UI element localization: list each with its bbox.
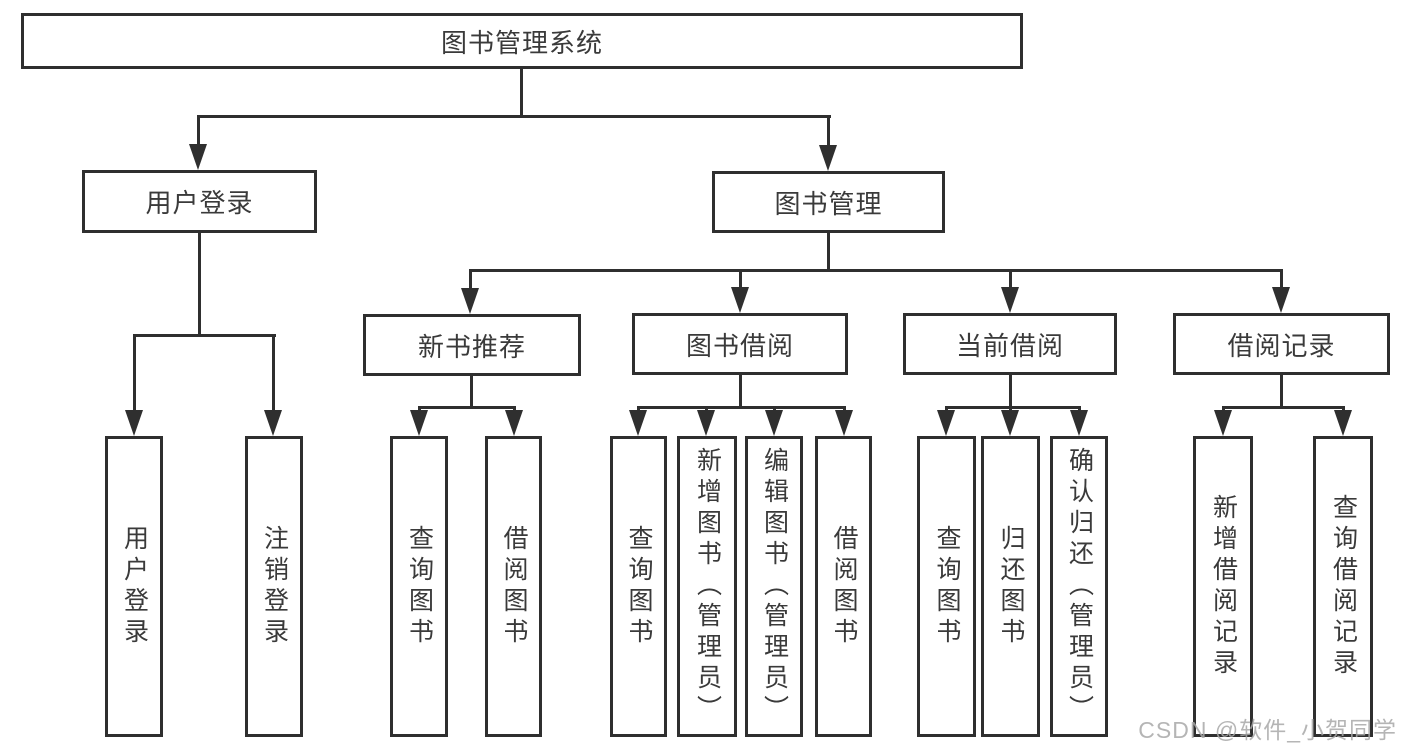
- arrowhead: [1070, 410, 1088, 436]
- leaf-logout-login: 注销登录: [245, 436, 303, 737]
- connector: [469, 269, 472, 291]
- arrowhead: [125, 410, 143, 436]
- leaf-borrow-borrow-book: 借阅图书: [815, 436, 872, 737]
- connector: [469, 269, 1283, 272]
- leaf-recommend-borrow-book: 借阅图书: [485, 436, 542, 737]
- connector: [1009, 375, 1012, 409]
- arrowhead: [461, 288, 479, 314]
- leaf-current-query-book: 查询图书: [917, 436, 976, 737]
- arrowhead: [937, 410, 955, 436]
- connector: [197, 115, 200, 147]
- arrowhead: [819, 145, 837, 171]
- connector: [198, 233, 201, 337]
- arrowhead: [1001, 410, 1019, 436]
- arrowhead: [264, 410, 282, 436]
- leaf-confirm-return-admin: 确认归还（管理员）: [1050, 436, 1108, 737]
- node-current-borrow: 当前借阅: [903, 313, 1117, 375]
- arrowhead: [835, 410, 853, 436]
- connector: [827, 233, 830, 272]
- connector: [520, 68, 523, 118]
- leaf-add-book-admin: 新增图书（管理员）: [677, 436, 737, 737]
- arrowhead: [629, 410, 647, 436]
- node-book-borrow: 图书借阅: [632, 313, 848, 375]
- arrowhead: [1272, 287, 1290, 313]
- leaf-return-book: 归还图书: [981, 436, 1040, 737]
- leaf-add-borrow-record: 新增借阅记录: [1193, 436, 1253, 737]
- arrowhead: [697, 410, 715, 436]
- arrowhead: [1334, 410, 1352, 436]
- leaf-user-login: 用户登录: [105, 436, 163, 737]
- arrowhead: [505, 410, 523, 436]
- arrowhead: [765, 410, 783, 436]
- arrowhead: [1214, 410, 1232, 436]
- node-library-system: 图书管理系统: [21, 13, 1023, 69]
- connector: [1280, 269, 1283, 291]
- leaf-edit-book-admin: 编辑图书（管理员）: [745, 436, 803, 737]
- connector: [739, 269, 742, 291]
- node-book-management: 图书管理: [712, 171, 945, 233]
- connector: [133, 334, 136, 414]
- leaf-borrow-query-book: 查询图书: [610, 436, 667, 737]
- arrowhead: [731, 287, 749, 313]
- connector: [470, 376, 473, 409]
- watermark: CSDN @软件_小贺同学: [1138, 717, 1397, 743]
- arrowhead: [1001, 287, 1019, 313]
- arrowhead: [189, 144, 207, 170]
- connector: [133, 334, 276, 337]
- connector: [197, 115, 831, 118]
- node-user-login: 用户登录: [82, 170, 317, 233]
- leaf-recommend-query-book: 查询图书: [390, 436, 448, 737]
- node-borrow-records: 借阅记录: [1173, 313, 1390, 375]
- connector: [1222, 406, 1345, 409]
- connector: [272, 334, 275, 414]
- connector: [739, 375, 742, 409]
- connector: [637, 406, 846, 409]
- connector: [945, 406, 1081, 409]
- connector: [418, 406, 516, 409]
- connector: [1280, 375, 1283, 409]
- arrowhead: [410, 410, 428, 436]
- node-new-book-recommend: 新书推荐: [363, 314, 581, 376]
- connector: [1009, 269, 1012, 291]
- connector: [827, 115, 830, 147]
- leaf-query-borrow-record: 查询借阅记录: [1313, 436, 1373, 737]
